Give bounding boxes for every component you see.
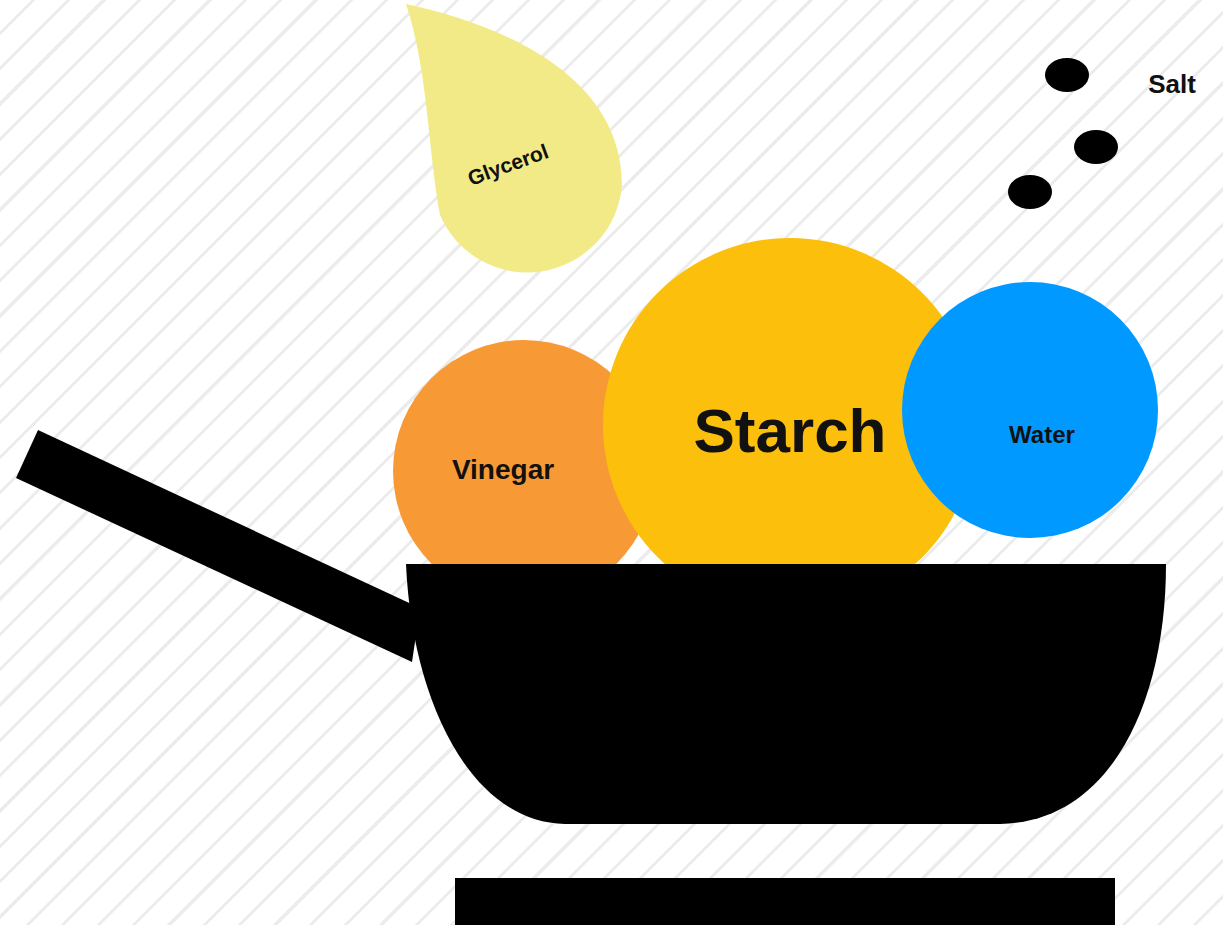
stove-burner xyxy=(455,878,1115,925)
pan-body xyxy=(406,564,1166,824)
ingredient-name: Starch xyxy=(694,395,887,466)
ingredient-name: Water xyxy=(1009,421,1075,449)
salt-grain xyxy=(1008,175,1052,209)
pan-handle xyxy=(16,430,420,662)
drop-shape: Glycerol xyxy=(400,0,630,285)
ingredient-name: Vinegar xyxy=(452,454,554,486)
ingredient-circle: Water xyxy=(902,282,1158,538)
salt-grain xyxy=(1074,130,1118,164)
drop-outline xyxy=(400,0,630,285)
ingredient-label: Salt xyxy=(1148,69,1196,100)
drop-fill xyxy=(406,4,622,273)
salt-grain xyxy=(1045,58,1089,92)
